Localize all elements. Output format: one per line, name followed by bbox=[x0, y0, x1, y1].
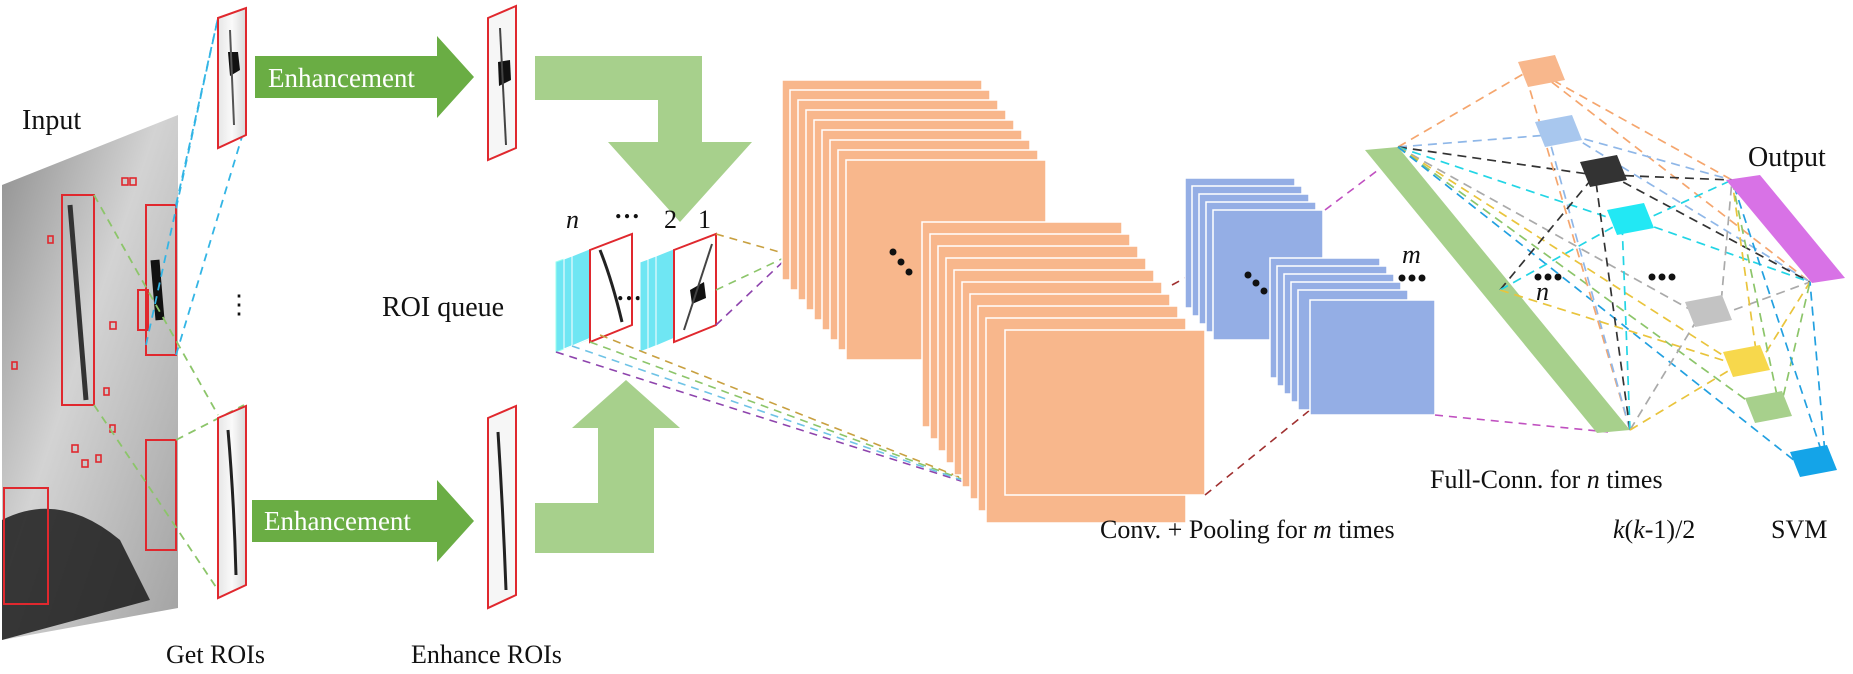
enhancement-arrow-bottom bbox=[252, 480, 474, 562]
svm-output-bar bbox=[1726, 175, 1845, 283]
fc-nodes-ellipsis-icon bbox=[1648, 273, 1676, 281]
input-roi-box-4 bbox=[3, 487, 49, 605]
enhancement-bottom-label: Enhancement bbox=[264, 506, 411, 536]
formula-label: k(k-1)/2 bbox=[1613, 515, 1695, 544]
queue-index-n: n bbox=[566, 205, 579, 234]
enhance-rois-label: Enhance ROIs bbox=[411, 640, 562, 669]
enhanced-roi-bottom bbox=[487, 404, 517, 610]
enhancement-arrow-top bbox=[255, 36, 474, 118]
conv-to-pool-lines bbox=[1171, 277, 1311, 496]
roi-queue-label: ROI queue bbox=[382, 292, 504, 323]
conv-feature-maps bbox=[781, 79, 1206, 524]
get-rois-label: Get ROIs bbox=[166, 640, 265, 669]
m-ellipsis-icon bbox=[1398, 274, 1426, 282]
fc-node-cyan bbox=[1607, 203, 1654, 235]
queue-to-conv-lines bbox=[555, 233, 1006, 496]
fc-suffix: times bbox=[1600, 465, 1663, 494]
fc-prefix: Full-Conn. for bbox=[1430, 465, 1587, 494]
conv-pool-prefix: Conv. + Pooling for bbox=[1100, 515, 1313, 544]
input-label: Input bbox=[22, 105, 81, 136]
input-specimen-left bbox=[67, 204, 89, 401]
fc-ellipsis-icon bbox=[1534, 273, 1562, 281]
conv-ellipsis-icon bbox=[889, 248, 913, 276]
input-roi-box-3 bbox=[137, 289, 149, 331]
fc-n: n bbox=[1587, 465, 1600, 494]
fc-node-green bbox=[1745, 391, 1792, 423]
block-arrow-bottom bbox=[535, 380, 680, 553]
formula-k1: k bbox=[1613, 515, 1625, 544]
extracted-roi-top bbox=[217, 6, 247, 150]
roi-queue-stack-n bbox=[555, 232, 633, 353]
conv-pool-suffix: times bbox=[1332, 515, 1395, 544]
conv-pool-m: m bbox=[1313, 515, 1332, 544]
pool-feature-maps bbox=[1184, 177, 1436, 416]
fc-node-blue bbox=[1790, 445, 1837, 477]
queue-index-1: 1 bbox=[698, 205, 711, 234]
queue-index-2: 2 bbox=[664, 205, 677, 234]
fc-connection-lines bbox=[1397, 72, 1827, 466]
conv-pool-label: Conv. + Pooling for m times bbox=[1100, 515, 1395, 544]
m-symbol: m bbox=[1402, 240, 1421, 269]
queue-index-ellipsis: … bbox=[614, 195, 640, 224]
extracted-roi-bottom bbox=[217, 404, 247, 600]
input-dark-corner bbox=[2, 508, 150, 640]
fc-layer-bar bbox=[1365, 147, 1630, 433]
roi-queue-stack-1 bbox=[639, 232, 717, 353]
fc-output-nodes bbox=[1518, 55, 1837, 477]
svm-label: SVM bbox=[1771, 515, 1827, 544]
formula-rest: -1)/2 bbox=[1645, 515, 1696, 544]
pool-ellipsis-icon bbox=[1244, 271, 1268, 295]
full-conn-label: Full-Conn. for n times bbox=[1430, 465, 1663, 494]
input-microscopy-image bbox=[2, 115, 178, 640]
output-label: Output bbox=[1748, 142, 1826, 173]
formula-open: ( bbox=[1625, 515, 1634, 544]
input-roi-box-2 bbox=[145, 204, 177, 356]
formula-k2: k bbox=[1633, 515, 1645, 544]
enhanced-roi-top bbox=[487, 4, 517, 162]
roi-vertical-ellipsis: ⋮ bbox=[226, 290, 252, 319]
enhancement-top-label: Enhancement bbox=[268, 63, 415, 93]
fc-node-orange bbox=[1518, 55, 1565, 87]
input-roi-box-1 bbox=[61, 194, 95, 406]
queue-middle-ellipsis: … bbox=[616, 277, 642, 306]
input-image-plane bbox=[2, 115, 178, 640]
fc-node-gray bbox=[1685, 295, 1732, 327]
n-symbol: n bbox=[1536, 277, 1549, 306]
fc-node-lightblue bbox=[1535, 115, 1582, 147]
fc-node-yellow bbox=[1723, 345, 1770, 377]
block-arrow-top bbox=[535, 56, 752, 222]
fc-node-black bbox=[1580, 155, 1627, 187]
input-roi-box-5 bbox=[145, 439, 177, 551]
